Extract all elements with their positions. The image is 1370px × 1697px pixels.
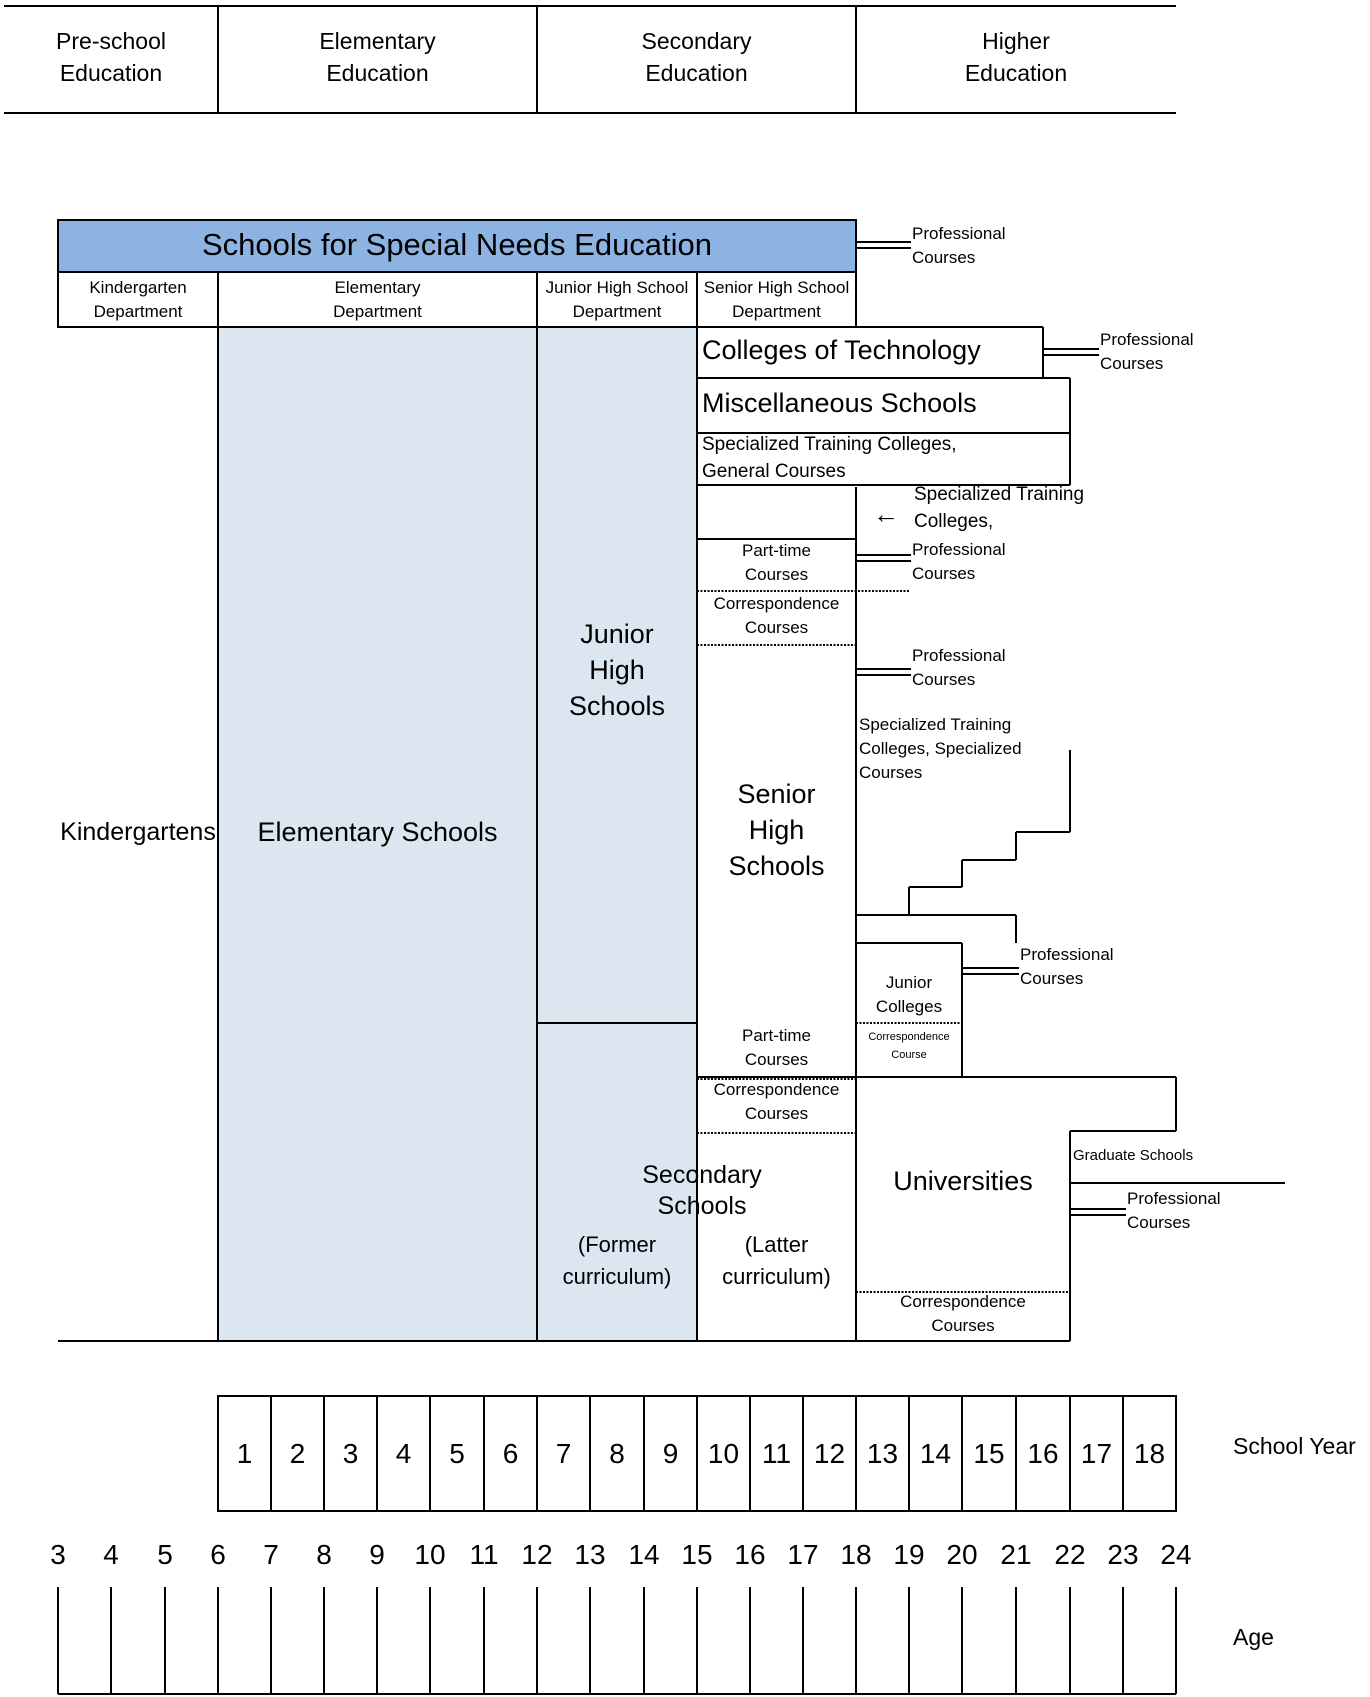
school-year-8: 8 xyxy=(609,1438,625,1469)
graduate-schools-label: Graduate Schools xyxy=(1073,1147,1194,1164)
special-needs-title-bar xyxy=(58,220,856,272)
school-year-10: 10 xyxy=(707,1438,740,1469)
age-9: 9 xyxy=(369,1539,385,1570)
junior-high-shading xyxy=(537,327,697,1341)
age-3: 3 xyxy=(50,1539,66,1570)
left-arrow-icon: ← xyxy=(873,499,899,529)
dept-elementary: Elementary Department xyxy=(333,278,422,321)
kindergartens-label: Kindergartens xyxy=(60,818,216,846)
age-12: 12 xyxy=(521,1539,553,1570)
dept-junior-high: Junior High School Department xyxy=(545,278,689,321)
school-year-label: School Year xyxy=(1233,1433,1356,1459)
university-correspondence-courses: Correspondence Courses xyxy=(900,1292,1026,1335)
school-year-16: 16 xyxy=(1027,1438,1059,1469)
age-18: 18 xyxy=(840,1539,872,1570)
school-year-5: 5 xyxy=(449,1438,465,1469)
header-elementary: Elementary Education xyxy=(319,28,436,86)
misc-schools-label: Miscellaneous Schools xyxy=(702,388,977,418)
school-year-2: 2 xyxy=(289,1438,306,1469)
age-14: 14 xyxy=(628,1539,660,1570)
junior-colleges-label: Junior Colleges xyxy=(875,973,943,1016)
age-4: 4 xyxy=(103,1539,119,1570)
junior-college-professional-courses: Professional Courses xyxy=(1020,945,1114,988)
specialized-general-courses-label: Specialized Training Colleges, General C… xyxy=(702,434,957,482)
school-year-15: 15 xyxy=(973,1438,1005,1469)
age-22: 22 xyxy=(1054,1539,1086,1570)
school-year-17: 17 xyxy=(1080,1438,1113,1469)
school-year-18: 18 xyxy=(1133,1438,1166,1469)
dept-kindergarten: Kindergarten Department xyxy=(89,278,187,321)
age-17: 17 xyxy=(787,1539,819,1570)
school-year-11: 11 xyxy=(761,1438,792,1469)
age-20: 20 xyxy=(946,1539,978,1570)
colleges-of-technology-label: Colleges of Technology xyxy=(702,335,981,365)
header-secondary: Secondary Education xyxy=(641,28,752,86)
school-year-12: 12 xyxy=(813,1438,846,1469)
age-11: 11 xyxy=(469,1539,499,1570)
age-19: 19 xyxy=(893,1539,925,1570)
parttime-professional-courses: Professional Courses xyxy=(912,540,1006,583)
senior-high-correspondence-courses: Correspondence Courses xyxy=(713,594,840,637)
dept-senior-high: Senior High School Department xyxy=(703,278,850,321)
school-year-14: 14 xyxy=(919,1438,952,1469)
school-year-7: 7 xyxy=(555,1438,572,1469)
specialized-courses-label: Specialized Training Colleges, Specializ… xyxy=(859,715,1022,782)
school-year-9: 9 xyxy=(662,1438,679,1469)
former-curriculum-label: (Former curriculum) xyxy=(562,1232,672,1289)
age-5: 5 xyxy=(157,1539,173,1570)
age-23: 23 xyxy=(1107,1539,1139,1570)
header-preschool: Pre-school Education xyxy=(56,28,166,86)
senior-high-professional-courses: Professional Courses xyxy=(912,646,1006,689)
age-10: 10 xyxy=(414,1539,446,1570)
special-needs-professional-courses: Professional Courses xyxy=(912,224,1006,267)
age-7: 7 xyxy=(263,1539,279,1570)
school-year-1: 1 xyxy=(236,1438,253,1469)
elementary-shading xyxy=(218,327,537,1341)
age-21: 21 xyxy=(1000,1539,1032,1570)
latter-curriculum-label: (Latter curriculum) xyxy=(722,1232,831,1289)
age-8: 8 xyxy=(316,1539,332,1570)
junior-high-schools-label: Junior High Schools xyxy=(568,619,666,721)
header-higher: Higher Education xyxy=(964,28,1068,86)
age-label: Age xyxy=(1233,1624,1274,1650)
secondary-parttime-courses: Part-time Courses xyxy=(742,1026,811,1069)
school-year-3: 3 xyxy=(342,1438,359,1469)
age-15: 15 xyxy=(681,1539,713,1570)
age-6: 6 xyxy=(210,1539,226,1570)
elementary-schools-label: Elementary Schools xyxy=(257,817,498,847)
secondary-schools-label: Secondary Schools xyxy=(642,1161,762,1220)
university-professional-courses: Professional Courses xyxy=(1127,1189,1221,1232)
junior-college-correspondence-course: Correspondence Course xyxy=(868,1031,950,1061)
secondary-correspondence-courses: Correspondence Courses xyxy=(713,1080,840,1123)
age-24: 24 xyxy=(1160,1539,1192,1570)
school-year-6: 6 xyxy=(502,1438,519,1469)
cot-professional-courses: Professional Courses xyxy=(1100,330,1194,373)
school-year-4: 4 xyxy=(395,1438,412,1469)
universities-label: Universities xyxy=(893,1166,1033,1196)
age-16: 16 xyxy=(734,1539,766,1570)
senior-high-parttime-courses: Part-time Courses xyxy=(742,541,811,584)
school-year-13: 13 xyxy=(866,1438,899,1469)
age-13: 13 xyxy=(574,1539,606,1570)
special-needs-title: Schools for Special Needs Education xyxy=(201,227,713,262)
specialized-training-colleges-label: Specialized Training Colleges, xyxy=(914,484,1085,532)
senior-high-schools-label: Senior High Schools xyxy=(728,779,825,881)
